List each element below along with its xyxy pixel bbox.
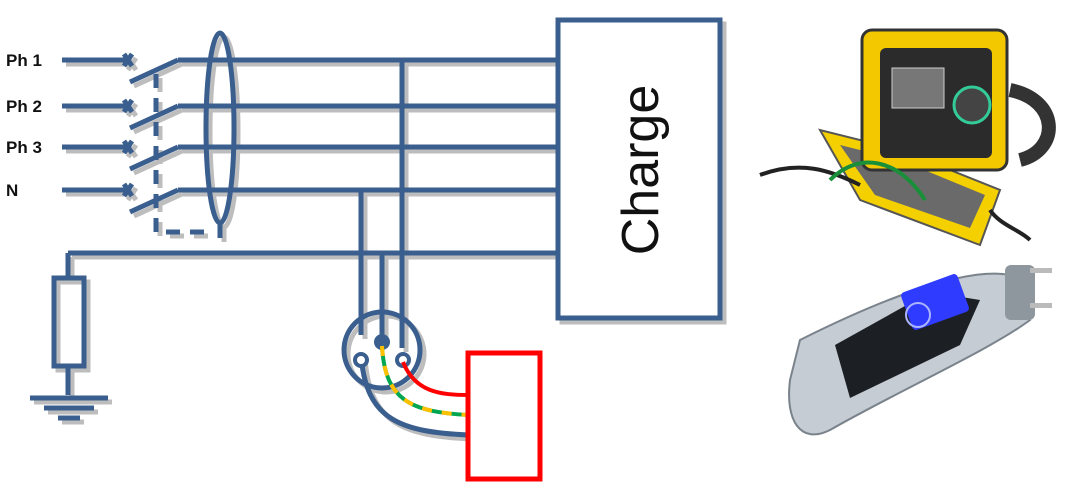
earth-test-wire-stripes [380,345,470,417]
load-label: Charge [612,85,670,256]
live-test-wire [401,361,470,397]
label-n: N [6,181,18,200]
label-ph2: Ph 2 [6,97,42,116]
installation-tester-image [759,28,1056,247]
outlet-socket [353,334,411,368]
tester-box [465,350,543,482]
label-ph1: Ph 1 [6,51,42,70]
socket-tester-image [788,265,1052,436]
load-box [555,17,723,321]
label-ph3: Ph 3 [6,138,42,157]
